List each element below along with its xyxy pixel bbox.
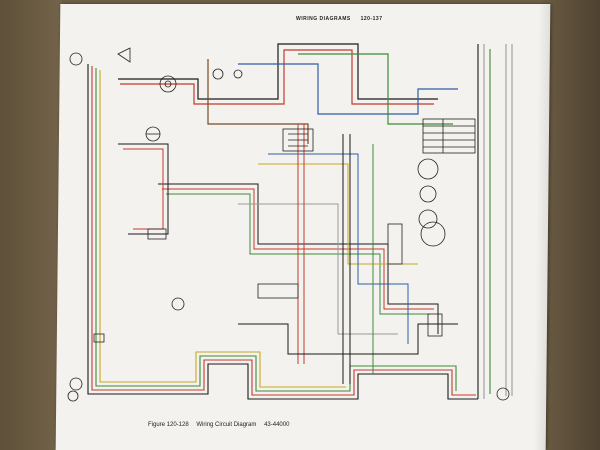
harness-center xyxy=(118,124,458,384)
wire-far-right-gray xyxy=(505,44,513,396)
wire-center-green xyxy=(166,193,430,315)
wire-center-yellow xyxy=(258,163,418,265)
wire-outer-black xyxy=(87,64,478,400)
speedometer-icon xyxy=(420,221,446,247)
figure-caption: Figure 120-128 Wiring Circuit Diagram 43… xyxy=(148,422,295,428)
table-surface-right xyxy=(540,0,600,450)
connector-block-icon xyxy=(257,223,443,337)
wire-top-brown xyxy=(207,59,309,144)
headlamp-icon xyxy=(69,52,83,391)
wiring-diagram xyxy=(67,43,513,402)
header-page-number: 120-137 xyxy=(360,16,383,22)
wire-center-red xyxy=(162,188,434,310)
caption-figure-number: Figure 120-128 xyxy=(148,422,189,428)
wire-outer-green xyxy=(95,68,457,392)
dome-lamp-icon xyxy=(171,297,185,311)
license-lamp-icon xyxy=(93,333,105,343)
distributor-icon xyxy=(145,126,161,142)
generator-icon xyxy=(159,75,177,93)
page-header: WIRING DIAGRAMS 120-137 xyxy=(296,16,390,22)
harness-top xyxy=(118,43,458,144)
wire-outer-red xyxy=(91,66,476,396)
wire-top-black xyxy=(118,43,438,100)
color-code-table-icon xyxy=(422,118,476,154)
caption-title: Wiring Circuit Diagram xyxy=(196,422,257,428)
header-title: WIRING DIAGRAMS xyxy=(296,16,351,22)
wire-center-blue xyxy=(268,153,409,344)
wire-vertical-red-a xyxy=(297,124,305,364)
wire-top-red xyxy=(120,49,434,105)
gauge-cluster-icon xyxy=(417,158,439,229)
starter-motor-icon xyxy=(147,228,167,240)
harness-outer xyxy=(87,44,513,400)
wire-vertical-black-a xyxy=(342,134,351,384)
tail-lamp-icon xyxy=(67,387,510,402)
fuse-block-icon xyxy=(282,128,314,152)
table-surface-left xyxy=(0,0,62,450)
wire-left-branch xyxy=(118,143,169,235)
horn-icon xyxy=(117,47,131,63)
wire-left-branch-red xyxy=(123,148,164,230)
wire-center-gray xyxy=(238,203,398,335)
ignition-switch-icon xyxy=(212,68,243,80)
caption-code: 43-44000 xyxy=(264,422,290,428)
wire-outer-yellow xyxy=(99,70,346,388)
wire-top-green xyxy=(298,53,453,125)
wire-top-blue xyxy=(238,63,458,115)
wire-bottom-loop xyxy=(238,323,458,355)
components xyxy=(67,47,510,402)
